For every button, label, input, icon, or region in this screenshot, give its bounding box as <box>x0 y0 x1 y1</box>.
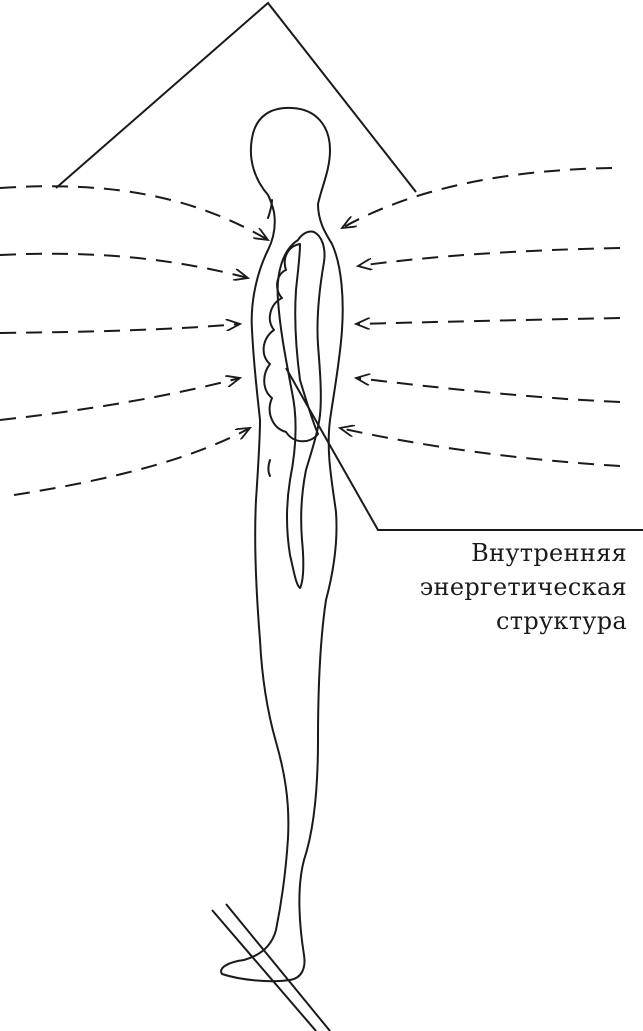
label-pointer-line <box>285 367 643 531</box>
flow-arrow-left-5 <box>13 428 250 496</box>
energy-flows-left <box>0 185 268 496</box>
flow-arrow-right-4 <box>356 378 621 403</box>
flow-arrow-left-4 <box>0 378 240 421</box>
flow-arrow-right-3 <box>356 317 621 324</box>
energy-flows-right <box>340 167 621 467</box>
flow-arrow-left-2 <box>0 252 248 278</box>
energy-structure-label: Внутренняя энергетическая структура <box>420 536 627 638</box>
flow-arrow-right-5 <box>340 428 621 467</box>
human-figure <box>220 106 344 983</box>
arm-outline <box>276 230 326 589</box>
label-line-3: структура <box>496 607 627 635</box>
flow-arrow-left-3 <box>0 324 240 334</box>
ground-rod <box>211 903 331 1031</box>
label-line-1: Внутренняя <box>471 539 627 567</box>
flow-arrow-right-2 <box>358 247 621 266</box>
inner-energy-structure <box>262 243 319 443</box>
flow-arrow-left-1 <box>0 185 268 240</box>
body-outline <box>220 106 344 983</box>
leg-detail <box>267 459 271 477</box>
pyramid-outline <box>55 1 417 193</box>
label-line-2: энергетическая <box>419 573 627 601</box>
back-contour <box>267 199 273 219</box>
flow-arrow-right-1 <box>342 167 613 228</box>
